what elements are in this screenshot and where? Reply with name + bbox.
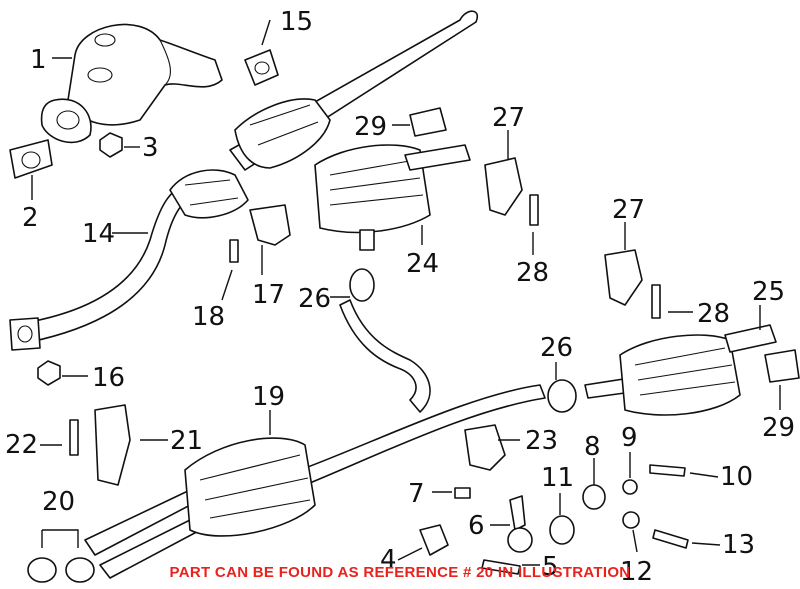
callout-25: 25: [752, 277, 785, 307]
callout-6: 6: [468, 511, 485, 541]
mufflers: [184, 107, 800, 537]
callout-27-upper: 27: [492, 103, 525, 133]
callout-14: 14: [82, 219, 115, 249]
clamps: [27, 268, 577, 583]
callout-28-upper: 28: [516, 258, 549, 288]
callout-4: 4: [380, 545, 397, 575]
callout-29-upper: 29: [354, 112, 387, 142]
callout-9: 9: [621, 423, 638, 453]
callout-18: 18: [192, 302, 225, 332]
callout-3: 3: [142, 133, 159, 163]
callout-numbers: 1 2 3 4 5 6 7 8 9 10 11 12 13 14 15 16 1…: [5, 7, 795, 587]
callout-15: 15: [280, 7, 313, 37]
rubber-mounts: [507, 479, 640, 553]
callout-20: 20: [42, 487, 75, 517]
hangers-brackets: [94, 157, 643, 556]
callout-13: 13: [722, 530, 755, 560]
callout-24: 24: [406, 249, 439, 279]
catalytic-converter: [40, 23, 223, 144]
callout-7: 7: [408, 479, 425, 509]
callout-19: 19: [252, 382, 285, 412]
callout-26-upper: 26: [298, 284, 331, 314]
callout-22: 22: [5, 430, 38, 460]
callout-12: 12: [620, 557, 653, 587]
reference-footnote: PART CAN BE FOUND AS REFERENCE # 20 IN I…: [169, 564, 631, 581]
callout-28-lower: 28: [697, 299, 730, 329]
gaskets: [9, 49, 279, 351]
callout-11: 11: [541, 463, 574, 493]
callout-17: 17: [252, 280, 285, 310]
bolts: [69, 194, 689, 575]
callout-1: 1: [30, 45, 47, 75]
callout-5: 5: [542, 552, 559, 582]
callout-8: 8: [584, 432, 601, 462]
callout-16: 16: [92, 363, 125, 393]
callout-2: 2: [22, 203, 39, 233]
callout-23: 23: [525, 426, 558, 456]
callout-21: 21: [170, 426, 203, 456]
callout-27-lower: 27: [612, 195, 645, 225]
center-catalyst: [169, 98, 331, 219]
nuts: [37, 132, 123, 386]
callout-29-lower: 29: [762, 413, 795, 443]
callout-10: 10: [720, 462, 753, 492]
callout-26-lower: 26: [540, 333, 573, 363]
leader-lines: [31, 19, 781, 566]
